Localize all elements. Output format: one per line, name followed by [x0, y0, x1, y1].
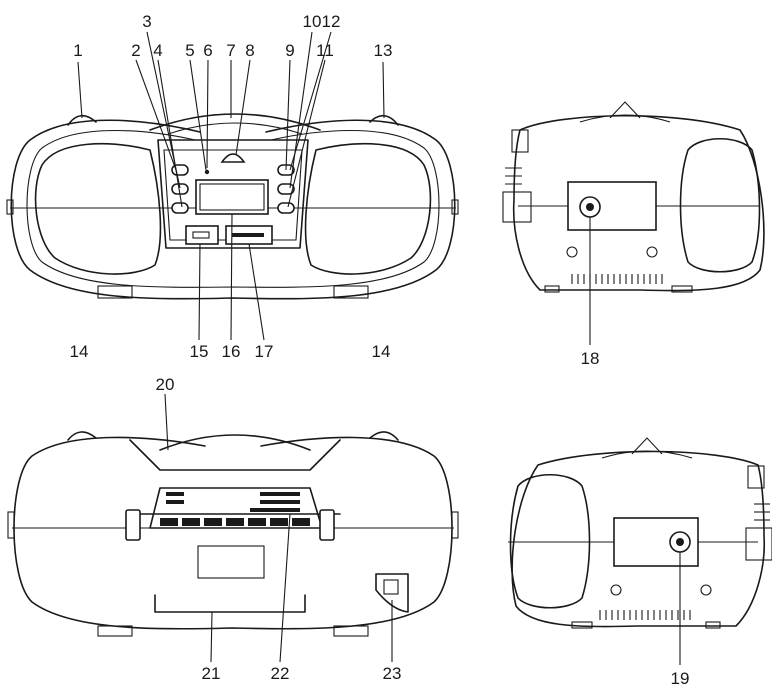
side-view-right — [502, 101, 765, 345]
back-right-knob — [369, 431, 399, 441]
callout-5: 5 — [185, 41, 194, 60]
callout-14-right: 14 — [372, 342, 391, 361]
battery-door — [154, 594, 306, 613]
callout-20: 20 — [156, 375, 175, 394]
callout-12: 12 — [322, 12, 341, 31]
back-body-outline — [13, 436, 453, 630]
back-left-knob — [67, 431, 97, 441]
front-body-outline — [10, 119, 456, 300]
side-vent — [571, 274, 663, 284]
side-view-left — [508, 437, 772, 665]
callout-11: 11 — [316, 41, 334, 60]
callout-23: 23 — [383, 664, 402, 683]
cd-lid — [149, 113, 321, 131]
grille-bottom — [160, 518, 310, 526]
callout-2: 2 — [131, 41, 140, 60]
callout-6: 6 — [203, 41, 212, 60]
callout-15: 15 — [190, 342, 209, 361]
callout-18: 18 — [581, 349, 600, 368]
front-view — [6, 31, 459, 341]
callout-4: 4 — [153, 41, 162, 60]
left-speaker — [34, 142, 162, 275]
lcd-display — [195, 179, 269, 215]
callout-21: 21 — [202, 664, 221, 683]
side-strap-buckle — [502, 191, 532, 223]
callout-3: 3 — [142, 12, 151, 31]
usb-port — [185, 225, 219, 245]
side-body-outline-2 — [511, 450, 766, 628]
callout-16: 16 — [222, 342, 241, 361]
indicator-led — [204, 169, 210, 175]
side-vent-2 — [599, 610, 691, 620]
control-panel — [157, 139, 309, 249]
button-11-bottom — [277, 202, 295, 214]
side-body-outline — [512, 114, 765, 292]
side-hinge — [511, 129, 529, 153]
handle-recess — [129, 439, 341, 471]
right-speaker — [304, 142, 432, 275]
ac-socket — [375, 573, 409, 613]
callout-13: 13 — [374, 41, 393, 60]
callout-labels: 1 2 3 4 5 6 7 8 9 10 11 12 13 14 14 15 1… — [70, 12, 690, 688]
cd-open-button — [220, 153, 246, 163]
button-2-bottom — [171, 202, 189, 214]
label-plate — [197, 545, 265, 579]
callout-7: 7 — [226, 41, 235, 60]
callout-10: 10 — [303, 12, 322, 31]
side-speaker-edge — [679, 138, 761, 273]
callout-8: 8 — [245, 41, 254, 60]
callout-22: 22 — [271, 664, 290, 683]
callout-9: 9 — [285, 41, 294, 60]
side-handle-knob — [609, 101, 641, 119]
callout-19: 19 — [671, 669, 690, 688]
callout-14-left: 14 — [70, 342, 89, 361]
left-foot — [97, 285, 133, 299]
right-foot — [333, 285, 369, 299]
callout-1: 1 — [73, 41, 82, 60]
side-speaker-edge-2 — [509, 474, 591, 609]
grille-top — [166, 492, 300, 512]
side-handle-knob-2 — [631, 437, 663, 455]
callout-17: 17 — [255, 342, 274, 361]
back-view — [7, 393, 459, 663]
